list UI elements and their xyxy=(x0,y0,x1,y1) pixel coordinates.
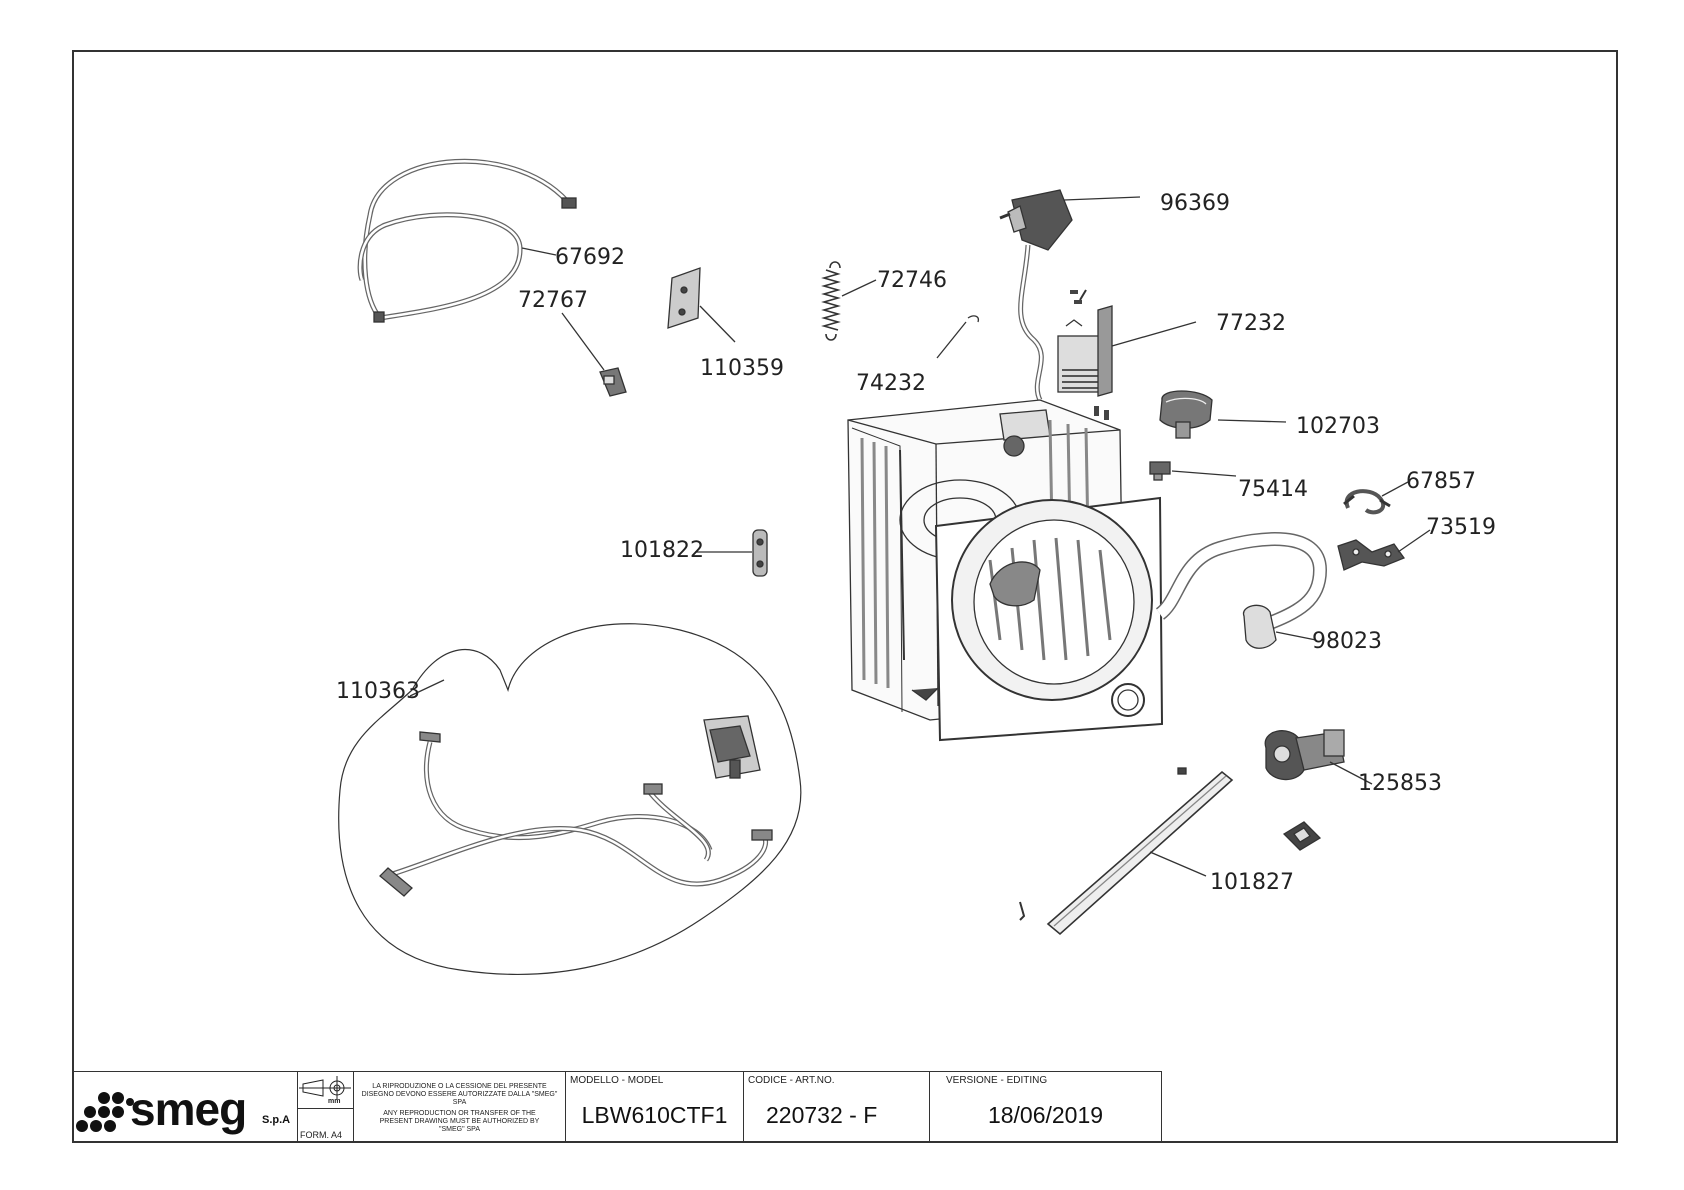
leader-125853 xyxy=(1329,761,1373,785)
part-67692-hose xyxy=(357,158,577,323)
leader-72746 xyxy=(841,279,877,297)
smeg-dots-logo-icon xyxy=(76,1092,134,1132)
leader-72767 xyxy=(561,312,605,371)
part-101822-latch xyxy=(752,529,768,577)
part-72746-spring xyxy=(821,261,841,341)
callout-77232: 77232 xyxy=(1216,311,1286,336)
version-header: VERSIONE - EDITING xyxy=(946,1075,1048,1086)
leader-98023 xyxy=(1275,631,1317,641)
callout-110363: 110363 xyxy=(336,679,420,704)
unit-format-cell: mm FORM. A4 xyxy=(298,1072,354,1143)
callout-96369: 96369 xyxy=(1160,191,1230,216)
part-125853-pump xyxy=(1264,729,1345,781)
callout-67692: 67692 xyxy=(555,245,625,270)
part-98023-drain-hose xyxy=(1155,532,1328,649)
part-73519-bracket xyxy=(1337,539,1406,571)
model-header: MODELLO - MODEL xyxy=(570,1075,664,1086)
part-67857-clamp xyxy=(1343,489,1391,515)
leader-102703 xyxy=(1217,419,1287,423)
leader-75414 xyxy=(1171,470,1237,477)
leader-67692 xyxy=(521,247,557,256)
model-value: LBW610CTF1 xyxy=(581,1102,728,1128)
notice-cell: LA RIPRODUZIONE O LA CESSIONE DEL PRESEN… xyxy=(354,1072,566,1143)
projection-symbol-icon xyxy=(299,1076,351,1100)
title-block: smeg S.p.A mm FORM. A4 LA RIPRODUZIONE O… xyxy=(72,1071,1162,1143)
part-square-gasket xyxy=(1282,821,1322,851)
leader-73519 xyxy=(1397,529,1431,553)
part-110359-bracket xyxy=(667,267,701,329)
brand-cell: smeg S.p.A xyxy=(72,1072,298,1143)
leader-110363 xyxy=(409,679,445,697)
notice-italian: LA RIPRODUZIONE O LA CESSIONE DEL PRESEN… xyxy=(361,1083,558,1106)
part-101827-rail xyxy=(1019,767,1234,936)
callout-98023: 98023 xyxy=(1312,629,1382,654)
callout-110359: 110359 xyxy=(700,356,784,381)
callout-74232: 74232 xyxy=(856,371,926,396)
callout-73519: 73519 xyxy=(1426,515,1496,540)
brand-name: smeg xyxy=(130,1083,247,1135)
part-75414-sensor xyxy=(1149,461,1171,481)
leader-101827 xyxy=(1149,851,1207,877)
callout-102703: 102703 xyxy=(1296,414,1380,439)
model-cell: MODELLO - MODEL LBW610CTF1 xyxy=(566,1072,744,1143)
callout-72767: 72767 xyxy=(518,288,588,313)
part-102703-component xyxy=(1159,390,1213,439)
callout-67857: 67857 xyxy=(1406,469,1476,494)
part-110363-wiring-harness xyxy=(338,623,802,975)
callout-101827: 101827 xyxy=(1210,870,1294,895)
brand-suffix: S.p.A xyxy=(262,1114,291,1126)
drawing-frame xyxy=(72,50,1618,1143)
callout-101822: 101822 xyxy=(620,538,704,563)
code-value: 220732 - F xyxy=(766,1102,878,1128)
part-74232-hook xyxy=(967,315,980,323)
code-header: CODICE - ART.NO. xyxy=(748,1075,835,1086)
version-value: 18/06/2019 xyxy=(987,1102,1104,1128)
leader-74232 xyxy=(936,321,967,359)
version-cell: VERSIONE - EDITING 18/06/2019 xyxy=(930,1072,1161,1143)
notice-english: ANY REPRODUCTION OR TRANSFER OF THE PRES… xyxy=(379,1110,540,1133)
leader-96369 xyxy=(1063,196,1141,201)
part-77232-filter-board xyxy=(1057,289,1113,397)
screws-top xyxy=(1070,290,1109,420)
unit-mark: mm xyxy=(328,1098,341,1105)
leader-77232 xyxy=(1111,321,1197,347)
callout-72746: 72746 xyxy=(877,268,947,293)
leader-110359 xyxy=(699,305,736,343)
callout-75414: 75414 xyxy=(1238,477,1308,502)
part-96369-power-cord xyxy=(999,189,1073,402)
leader-67857 xyxy=(1381,481,1409,497)
callout-125853: 125853 xyxy=(1358,771,1442,796)
format-label: FORM. A4 xyxy=(300,1130,343,1140)
part-72767-clip xyxy=(599,367,627,397)
code-cell: CODICE - ART.NO. 220732 - F xyxy=(744,1072,930,1143)
front-panel xyxy=(934,496,1164,742)
